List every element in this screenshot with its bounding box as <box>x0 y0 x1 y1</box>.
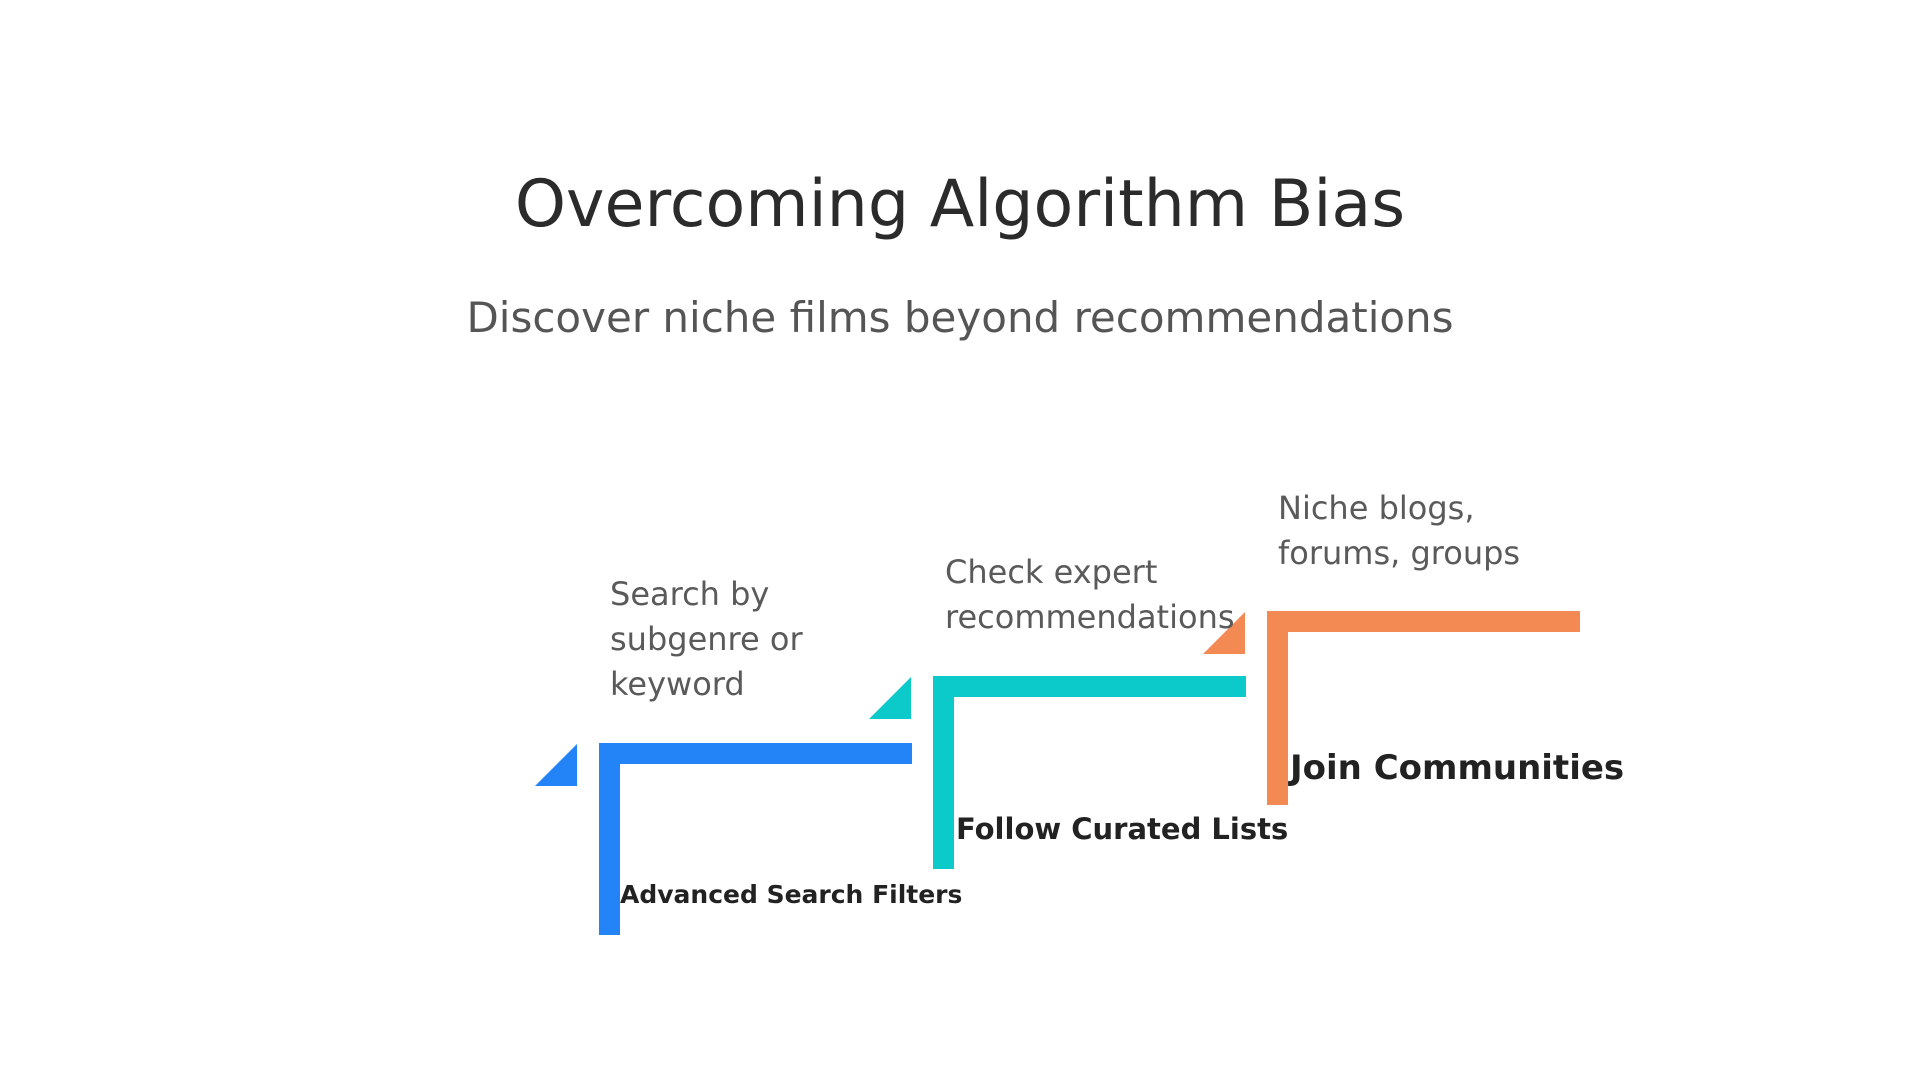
step-1-shape <box>535 743 912 935</box>
step-3-bar-vertical <box>1267 611 1288 805</box>
step-1-bar-vertical <box>599 743 620 935</box>
page-subtitle: Discover niche films beyond recommendati… <box>466 293 1454 342</box>
step-1-bar-horizontal <box>599 743 912 764</box>
step-3-description: Niche blogs, forums, groups <box>1278 489 1521 572</box>
step-2-bar-horizontal <box>933 676 1246 697</box>
step-3-triangle <box>1203 612 1245 654</box>
page-title: Overcoming Algorithm Bias <box>514 167 1406 242</box>
step-2-bar-vertical <box>933 676 954 869</box>
step-1-label: Advanced Search Filters <box>620 880 963 909</box>
step-3-shape <box>1203 611 1580 805</box>
step-3-bar-horizontal <box>1267 611 1580 632</box>
step-1-triangle <box>535 744 577 786</box>
step-3-label: Join Communities <box>1290 748 1625 788</box>
step-1-description: Search by subgenre or keyword <box>610 575 803 703</box>
step-2-description: Check expert recommendations <box>945 553 1235 636</box>
step-2-shape <box>869 676 1246 869</box>
step-2-label: Follow Curated Lists <box>956 812 1289 846</box>
step-2-triangle <box>869 677 911 719</box>
